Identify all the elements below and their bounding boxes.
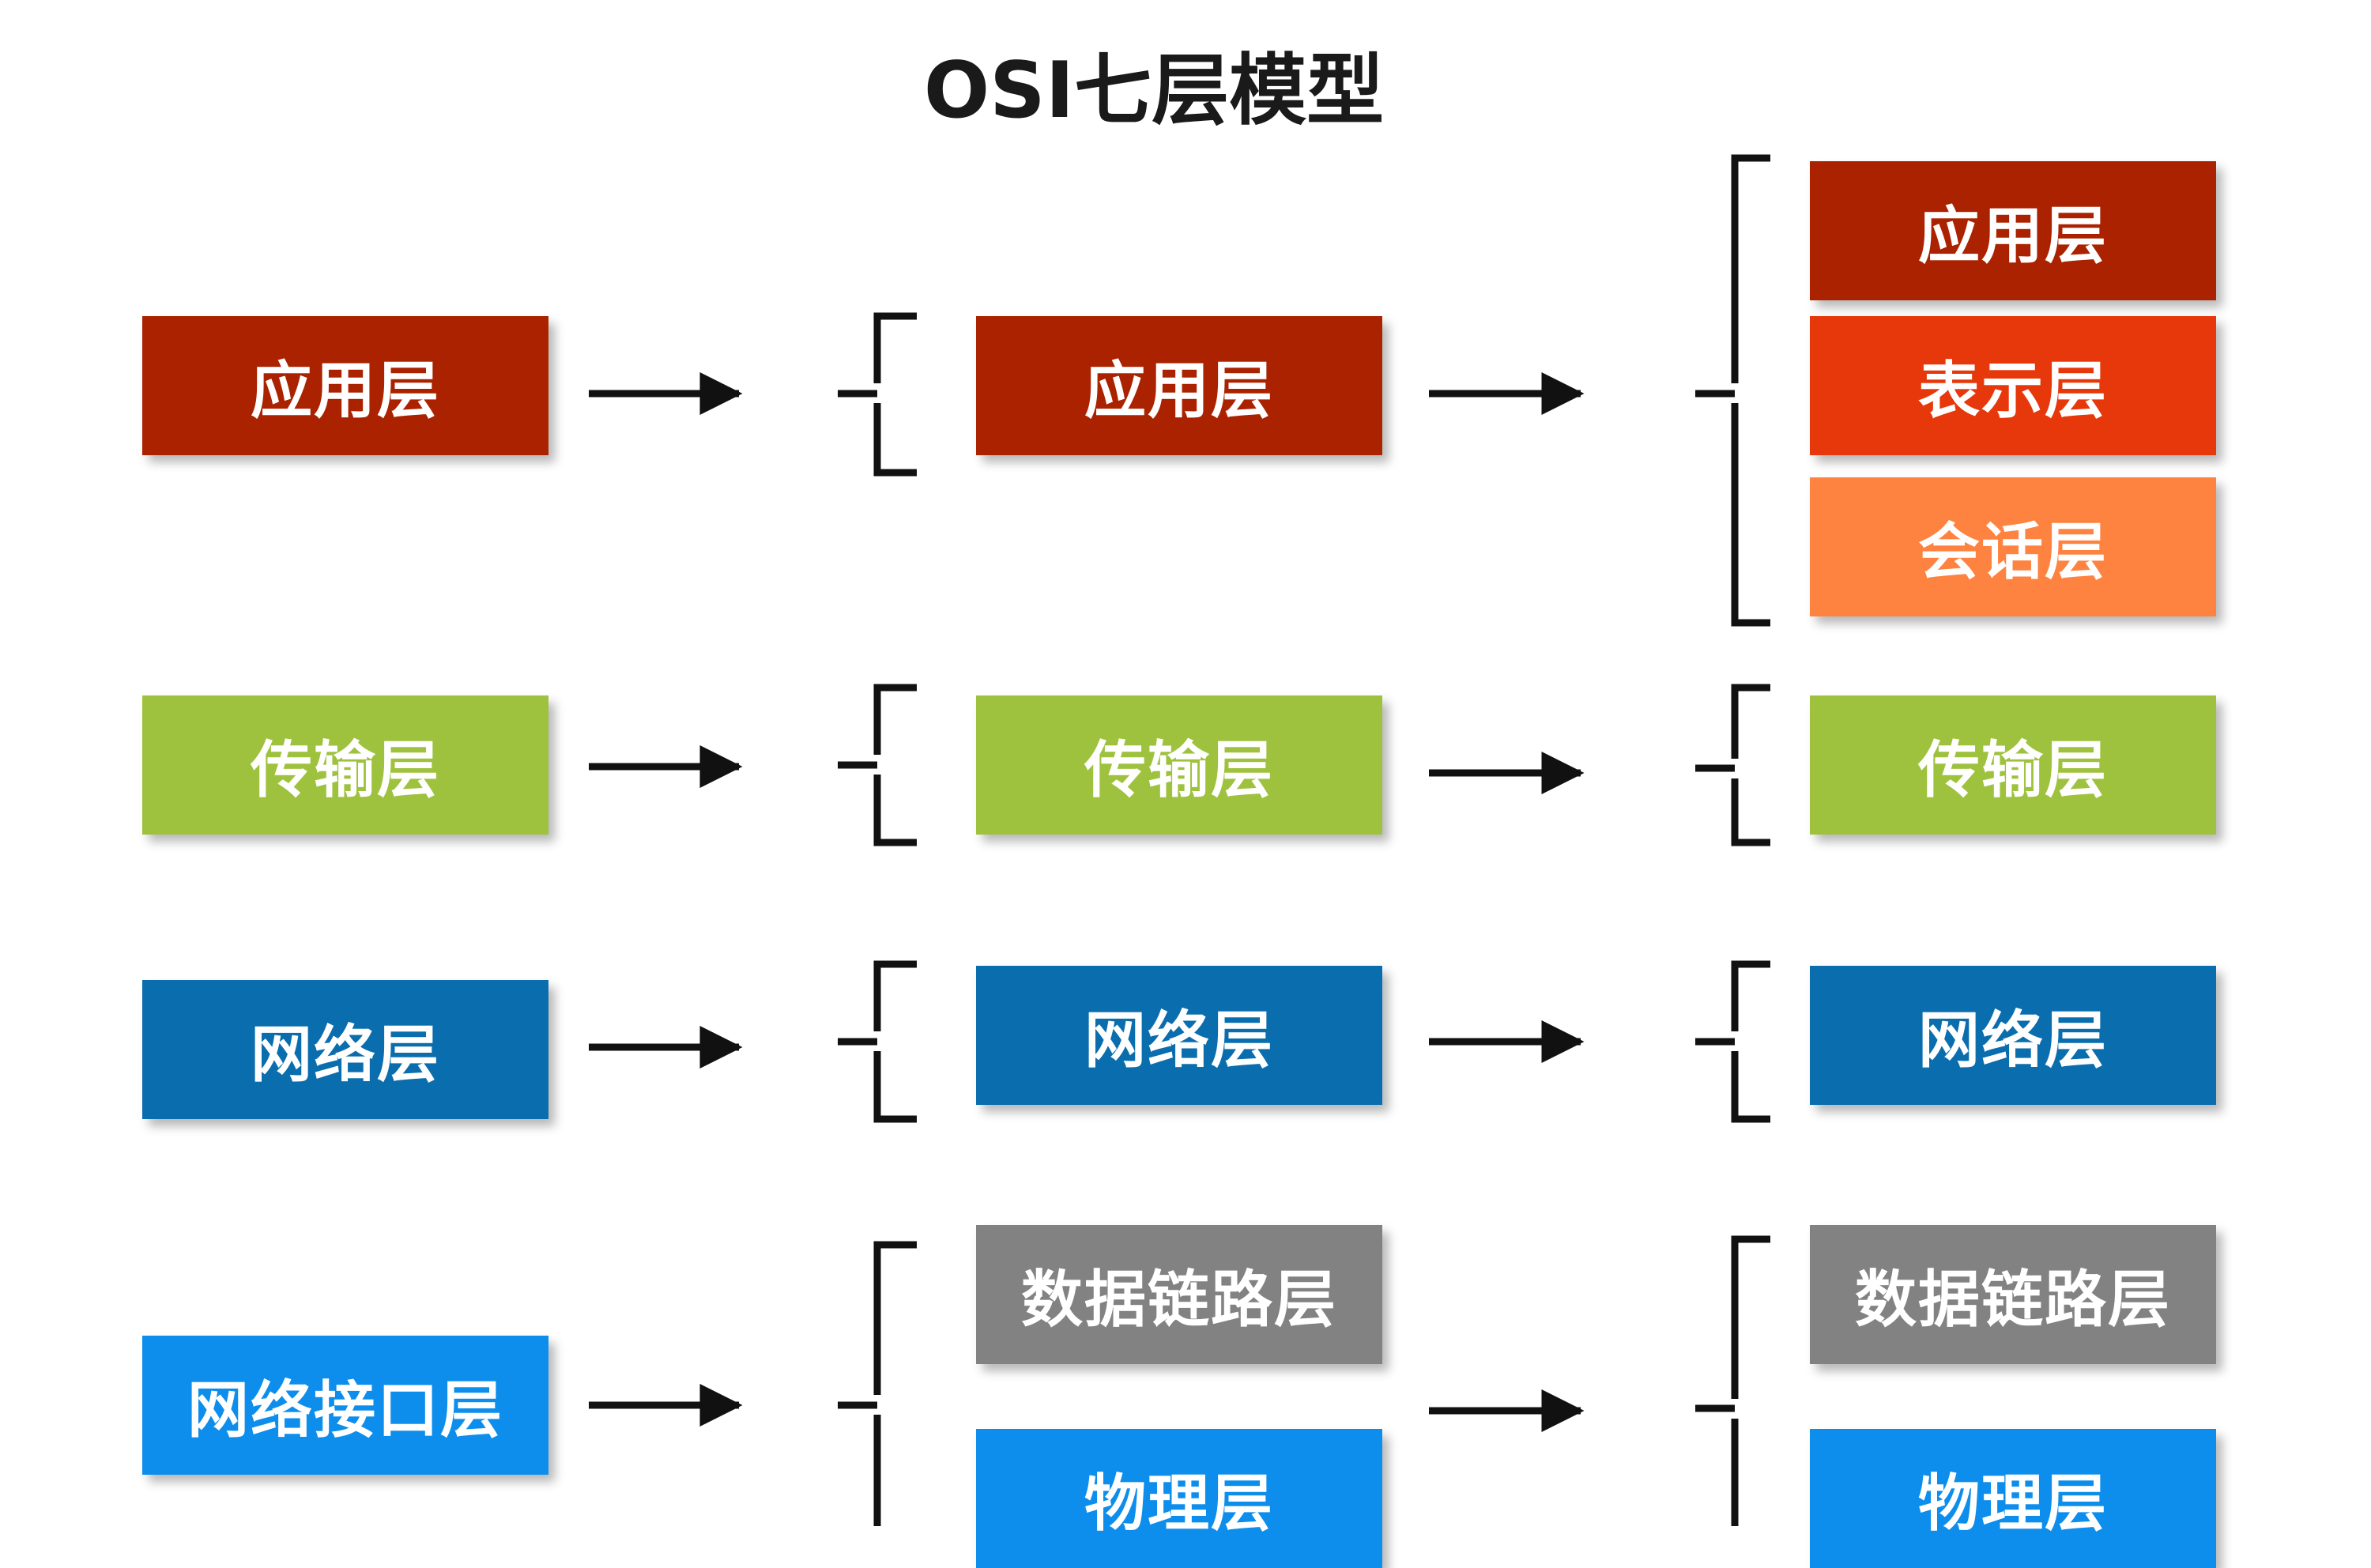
box-label: 传输层 <box>250 735 440 806</box>
brace-icon <box>838 960 917 1123</box>
brace-icon <box>1695 684 1770 846</box>
box-label: 数据链路层 <box>1854 1265 2171 1336</box>
col2-application-layer-box: 应用层 <box>976 316 1382 455</box>
brace-icon <box>1695 960 1770 1123</box>
brace-icon <box>838 312 917 477</box>
box-label: 表示层 <box>1917 356 2108 427</box>
col3-network-layer-box: 网络层 <box>1810 966 2216 1105</box>
col2-data-link-layer-box: 数据链路层 <box>976 1225 1382 1364</box>
col3-transport-layer-box: 传输层 <box>1810 695 2216 835</box>
col1-network-layer-box: 网络层 <box>142 980 548 1119</box>
col3-data-link-layer-box: 数据链路层 <box>1810 1225 2216 1364</box>
box-label: 网络层 <box>1917 1005 2108 1076</box>
col3-session-layer-box: 会话层 <box>1810 477 2216 616</box>
box-label: 网络层 <box>250 1020 440 1091</box>
box-label: 会话层 <box>1917 517 2108 588</box>
box-label: 数据链路层 <box>1020 1265 1337 1336</box>
brace-icon <box>838 1241 917 1526</box>
col2-transport-layer-box: 传输层 <box>976 695 1382 835</box>
brace-icon <box>1695 1235 1770 1526</box>
col3-application-layer-box: 应用层 <box>1810 161 2216 300</box>
col1-transport-layer-box: 传输层 <box>142 695 548 835</box>
box-label: 应用层 <box>1917 201 2108 272</box>
connectors-layer <box>589 154 1770 1526</box>
box-label: 传输层 <box>1084 735 1274 806</box>
col2-network-layer-box: 网络层 <box>976 966 1382 1105</box>
brace-icon <box>838 684 917 846</box>
box-label: 应用层 <box>250 356 440 427</box>
col1-network-interface-layer-box: 网络接口层 <box>142 1336 548 1475</box>
diagram-title: OSI七层模型 <box>923 46 1385 136</box>
box-label: 应用层 <box>1084 356 1274 427</box>
box-label: 传输层 <box>1917 735 2108 806</box>
box-label: 网络接口层 <box>187 1375 503 1446</box>
col1-application-layer-box: 应用层 <box>142 316 548 455</box>
box-label: 网络层 <box>1084 1005 1274 1076</box>
brace-icon <box>1695 154 1770 627</box>
col3-presentation-layer-box: 表示层 <box>1810 316 2216 455</box>
